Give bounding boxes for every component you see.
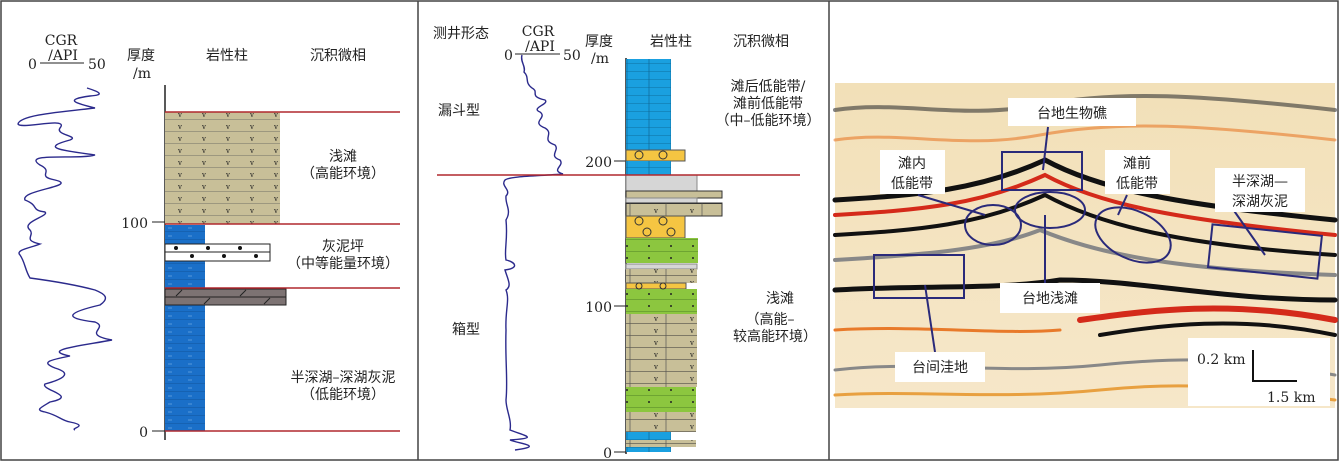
thickness-label: 厚度 (127, 48, 155, 64)
label-front-low-2: 低能带 (1116, 176, 1158, 192)
facies-boundaries (165, 111, 400, 432)
panel-a: CGR /API 0 50 厚度 /m 岩性柱 沉积微相 100 0 浅滩 （高… (17, 33, 400, 441)
facies-mudflat: 灰泥坪 (322, 239, 364, 255)
tick-200: 200 (585, 155, 612, 171)
label-inner-low-2: 低能带 (891, 176, 933, 192)
facies-lower-3: 较高能环境） (733, 328, 817, 345)
panel-b: 测井形态 CGR /API 0 50 厚度 /m 岩性柱 沉积微相 漏斗型 箱型… (433, 24, 821, 461)
cgr-max: 50 (563, 48, 581, 64)
label-platform-shoal: 台地浅滩 (1022, 291, 1078, 307)
label-interplatform: 台间洼地 (912, 360, 968, 376)
annotation-shapes (873, 126, 1323, 353)
facies-upper-1: 滩后低能带/ (731, 79, 806, 95)
scale-horizontal: 1.5 km (1267, 390, 1315, 406)
label-inner-low-1: 滩内 (898, 156, 926, 172)
panel-c: 台地生物礁 滩内 低能带 滩前 低能带 半深湖— 深湖灰泥 台地浅滩 台间洼地 … (832, 83, 1338, 408)
facies-label: 沉积微相 (733, 34, 789, 50)
cgr-unit: /API (525, 39, 555, 55)
thickness-unit: /m (591, 51, 609, 67)
label-deep-lake-1: 半深湖— (1232, 174, 1288, 190)
facies-shoal: 浅滩 (329, 149, 357, 165)
facies-lake-mud-energy: （低能环境） (301, 387, 385, 403)
thickness-unit: /m (133, 66, 151, 82)
log-shape-label: 测井形态 (433, 26, 489, 42)
tick-100: 100 (585, 300, 612, 316)
facies-label: 沉积微相 (310, 48, 366, 64)
lithology-column (625, 59, 723, 452)
label-reef: 台地生物礁 (1037, 106, 1107, 122)
tick-100: 100 (121, 216, 148, 232)
label-deep-lake-2: 深湖灰泥 (1232, 194, 1288, 210)
tick-0: 0 (139, 425, 148, 441)
lith-label: 岩性柱 (650, 34, 692, 50)
scale-vertical: 0.2 km (1197, 352, 1245, 368)
facies-lower-2: （高能– (746, 311, 795, 328)
cgr-min: 0 (28, 57, 37, 73)
shape-box: 箱型 (452, 322, 480, 338)
cgr-curve (503, 54, 564, 451)
facies-mudflat-energy: （中等能量环境） (287, 255, 399, 272)
cgr-max: 50 (88, 57, 106, 73)
labels: 台地生物礁 滩内 低能带 滩前 低能带 半深湖— 深湖灰泥 台地浅滩 台间洼地 (880, 98, 1305, 382)
facies-upper-3: （中–低能环境） (716, 113, 821, 129)
cgr-title: CGR (45, 33, 78, 49)
tick-0: 0 (603, 446, 612, 461)
cgr-min: 0 (504, 48, 513, 64)
lith-label: 岩性柱 (206, 48, 248, 64)
facies-lower-1: 浅滩 (766, 291, 794, 307)
cgr-curve (17, 87, 113, 431)
label-front-low-1: 滩前 (1123, 155, 1151, 172)
facies-shoal-energy: （高能环境） (301, 165, 385, 182)
thickness-label: 厚度 (585, 34, 613, 50)
cgr-unit: /API (48, 48, 78, 64)
cgr-title: CGR (522, 24, 555, 40)
shape-funnel: 漏斗型 (438, 103, 480, 119)
facies-upper-2: 滩前低能带 (733, 95, 803, 112)
scale-bar: 0.2 km 1.5 km (1188, 338, 1330, 406)
lith-grainstone (165, 112, 280, 224)
facies-lake-mud: 半深湖–深湖灰泥 (291, 370, 396, 386)
